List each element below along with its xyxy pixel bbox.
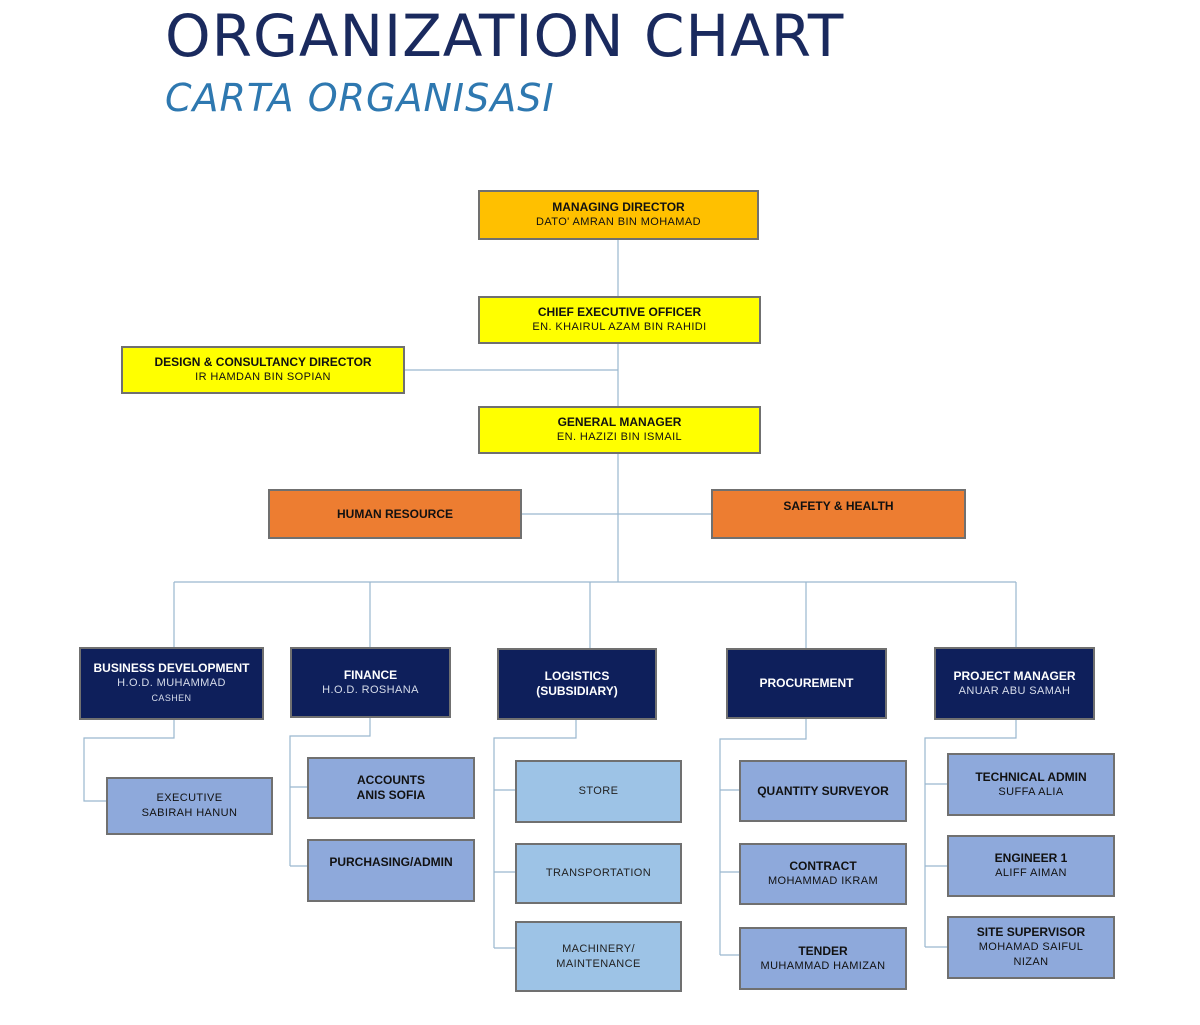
node-person: DATO' AMRAN BIN MOHAMAD: [536, 216, 701, 228]
connector: [493, 720, 577, 948]
node-logistics: LOGISTICS (SUBSIDIARY): [497, 648, 657, 720]
node-role: FINANCE: [343, 667, 398, 682]
node-person: CASHEN: [151, 693, 192, 703]
node-machinery: MACHINERY/ MAINTENANCE: [515, 921, 682, 992]
node-role: LOGISTICS: [544, 669, 610, 683]
node-person: ANUAR ABU SAMAH: [958, 684, 1071, 697]
node-contract: CONTRACT MOHAMMAD IKRAM: [739, 843, 907, 905]
node-role: DESIGN & CONSULTANCY DIRECTOR: [154, 355, 372, 369]
node-procurement: PROCUREMENT: [726, 648, 887, 719]
node-quantity-surveyor: QUANTITY SURVEYOR: [739, 760, 907, 822]
node-safety-health: SAFETY & HEALTH: [711, 489, 966, 539]
node-finance: FINANCE H.O.D. ROSHANA: [290, 647, 451, 718]
page-subtitle: CARTA ORGANISASI: [165, 76, 555, 120]
connector: [83, 720, 175, 802]
node-technical-admin: TECHNICAL ADMIN SUFFA ALIA: [947, 753, 1115, 816]
node-engineer: ENGINEER 1 ALIFF AIMAN: [947, 835, 1115, 897]
node-person: SUFFA ALIA: [998, 785, 1064, 798]
node-role: BUSINESS DEVELOPMENT: [93, 661, 250, 675]
node-label: TRANSPORTATION: [545, 867, 652, 879]
connector: [719, 719, 807, 955]
node-role: GENERAL MANAGER: [557, 415, 682, 429]
node-role: TECHNICAL ADMIN: [975, 769, 1087, 784]
node-role: SITE SUPERVISOR: [976, 925, 1086, 939]
node-role: PROJECT MANAGER: [953, 668, 1076, 683]
node-purchasing: PURCHASING/ADMIN: [307, 839, 475, 902]
node-label: SABIRAH HANUN: [141, 807, 238, 819]
node-design-director: DESIGN & CONSULTANCY DIRECTOR IR HAMDAN …: [121, 346, 405, 394]
node-role: (SUBSIDIARY): [536, 684, 618, 698]
node-role: PROCUREMENT: [759, 676, 854, 690]
node-store: STORE: [515, 760, 682, 823]
node-transportation: TRANSPORTATION: [515, 843, 682, 904]
node-site-supervisor: SITE SUPERVISOR MOHAMAD SAIFUL NIZAN: [947, 916, 1115, 979]
node-role: ENGINEER 1: [994, 851, 1068, 865]
connector: [924, 720, 1017, 947]
node-role: ACCOUNTS: [357, 773, 425, 787]
node-label: STORE: [578, 785, 619, 797]
node-role: CHIEF EXECUTIVE OFFICER: [537, 305, 702, 319]
node-person: NIZAN: [1013, 956, 1049, 968]
node-person: IR HAMDAN BIN SOPIAN: [195, 371, 331, 383]
node-person: EN. HAZIZI BIN ISMAIL: [556, 431, 683, 443]
node-role: PURCHASING/ADMIN: [329, 855, 453, 869]
node-person: MUHAMMAD HAMIZAN: [760, 959, 886, 972]
node-person: H.O.D. ROSHANA: [322, 683, 419, 696]
node-general-manager: GENERAL MANAGER EN. HAZIZI BIN ISMAIL: [478, 406, 761, 454]
page-title: ORGANIZATION CHART: [165, 2, 845, 70]
node-person: ALIFF AIMAN: [995, 867, 1067, 879]
node-human-resource: HUMAN RESOURCE: [268, 489, 522, 539]
node-role: HUMAN RESOURCE: [336, 506, 453, 521]
node-role: MANAGING DIRECTOR: [552, 200, 685, 214]
node-person: MOHAMAD SAIFUL: [978, 941, 1084, 953]
node-managing-director: MANAGING DIRECTOR DATO' AMRAN BIN MOHAMA…: [478, 190, 759, 240]
node-project-manager: PROJECT MANAGER ANUAR ABU SAMAH: [934, 647, 1095, 720]
node-label: EXECUTIVE: [156, 792, 223, 804]
node-accounts: ACCOUNTS ANIS SOFIA: [307, 757, 475, 819]
node-role: CONTRACT: [789, 859, 857, 873]
node-business-development: BUSINESS DEVELOPMENT H.O.D. MUHAMMAD CAS…: [79, 647, 264, 720]
connector: [289, 718, 371, 866]
node-person: H.O.D. MUHAMMAD: [117, 677, 226, 689]
node-tender: TENDER MUHAMMAD HAMIZAN: [739, 927, 907, 990]
node-person: EN. KHAIRUL AZAM BIN RAHIDI: [532, 321, 707, 333]
node-ceo: CHIEF EXECUTIVE OFFICER EN. KHAIRUL AZAM…: [478, 296, 761, 344]
node-role: ANIS SOFIA: [356, 788, 426, 802]
node-role: SAFETY & HEALTH: [783, 499, 894, 513]
node-role: TENDER: [798, 943, 848, 958]
node-label: MACHINERY/: [562, 942, 635, 955]
node-person: MOHAMMAD IKRAM: [767, 875, 879, 887]
node-label: MAINTENANCE: [556, 957, 641, 970]
node-role: QUANTITY SURVEYOR: [757, 783, 889, 798]
node-executive: EXECUTIVE SABIRAH HANUN: [106, 777, 273, 835]
